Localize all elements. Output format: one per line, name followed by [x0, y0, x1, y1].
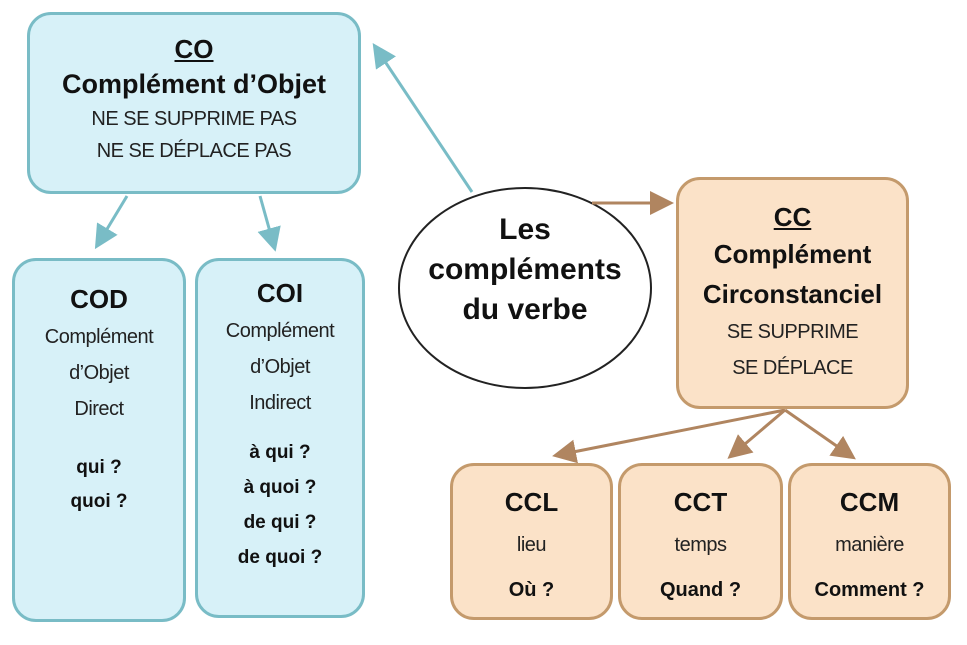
center-ellipse — [398, 187, 652, 389]
cod-question: qui ? — [76, 457, 122, 478]
coi-box: COI Complément d’Objet Indirect à qui ? … — [195, 258, 365, 618]
center-line: compléments — [428, 253, 622, 286]
coi-question: à qui ? — [249, 442, 311, 463]
cod-desc: d’Objet — [69, 362, 129, 384]
ccl-question: Où ? — [508, 579, 555, 601]
co-rule: NE SE DÉPLACE PAS — [96, 140, 292, 162]
coi-question: de quoi ? — [237, 547, 323, 568]
cc-rule: SE SUPPRIME — [726, 321, 859, 343]
coi-desc: Indirect — [249, 392, 311, 414]
center-line: Les — [499, 213, 551, 246]
cc-rule: SE DÉPLACE — [732, 357, 853, 379]
ccm-abbr: CCM — [839, 487, 900, 517]
arrow-co-to-cod — [94, 195, 129, 250]
arrow-cc-to-ccl — [552, 408, 786, 464]
coi-desc: d’Objet — [250, 356, 310, 378]
co-rule: NE SE SUPPRIME PAS — [91, 108, 297, 130]
arrow-co-to-coi — [257, 195, 281, 252]
coi-desc: Complément — [225, 320, 335, 342]
coi-question: de qui ? — [243, 512, 317, 533]
cc-box: CC Complément Circonstanciel SE SUPPRIME… — [676, 177, 909, 409]
cc-title: Complément — [713, 239, 872, 269]
ccm-question: Comment ? — [814, 579, 925, 601]
cc-title: Circonstanciel — [702, 279, 883, 309]
cct-desc: temps — [674, 534, 727, 556]
ccl-box: CCL lieu Où ? — [450, 463, 613, 620]
cod-abbr: COD — [70, 284, 128, 314]
cct-box: CCT temps Quand ? — [618, 463, 783, 620]
co-box: CO Complément d’Objet NE SE SUPPRIME PAS… — [27, 12, 361, 194]
cod-box: COD Complément d’Objet Direct qui ? quoi… — [12, 258, 186, 622]
center-line: du verbe — [462, 293, 588, 326]
arrow-cc-to-ccm — [784, 408, 856, 460]
cod-question: quoi ? — [70, 491, 128, 512]
cod-desc: Complément — [44, 326, 154, 348]
center-title: Les compléments du verbe — [398, 210, 652, 330]
ccl-abbr: CCL — [504, 487, 559, 517]
cct-abbr: CCT — [673, 487, 728, 517]
ccl-desc: lieu — [516, 534, 547, 556]
cod-desc: Direct — [74, 398, 124, 420]
arrow-center-to-co — [372, 43, 474, 193]
ccm-box: CCM manière Comment ? — [788, 463, 951, 620]
ccm-desc: manière — [835, 534, 904, 556]
cct-question: Quand ? — [659, 579, 742, 601]
coi-abbr: COI — [256, 278, 304, 308]
arrow-cc-to-cct — [727, 408, 786, 459]
cc-abbr: CC — [773, 202, 812, 232]
coi-question: à quoi ? — [243, 477, 317, 498]
co-title: Complément d’Objet — [61, 69, 326, 99]
co-abbr: CO — [174, 34, 214, 64]
